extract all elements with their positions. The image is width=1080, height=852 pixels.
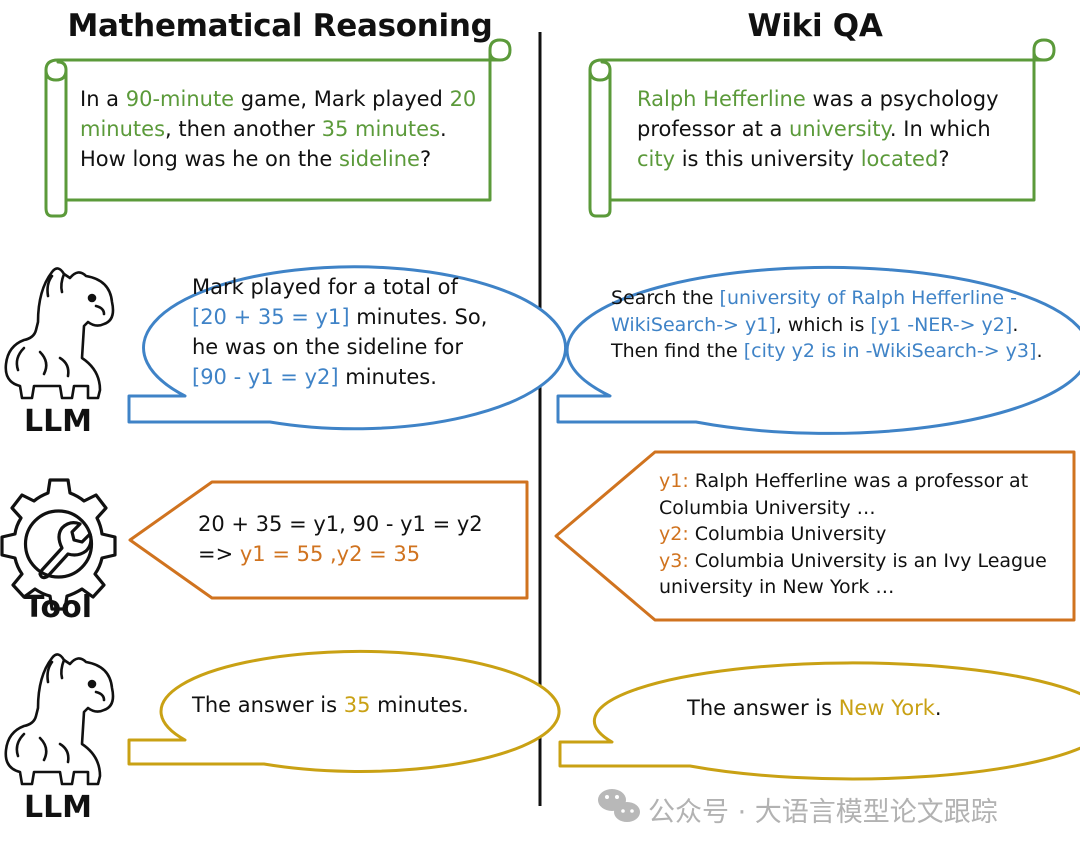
text-span: The answer is bbox=[687, 696, 839, 720]
text-line: Search the [university of Ralph Hefferli… bbox=[611, 285, 1042, 312]
answer-span: 35 bbox=[343, 693, 371, 717]
math-answer-bubble bbox=[127, 649, 561, 773]
role-label-llm: LLM bbox=[23, 790, 93, 825]
text-line: minutes, then another 35 minutes. bbox=[80, 114, 476, 144]
alpaca-icon bbox=[4, 267, 115, 400]
tool-result-span: y2: bbox=[659, 523, 689, 545]
math-tool-text: 20 + 35 = y1, 90 - y1 = y2 => y1 = 55 ,y… bbox=[198, 509, 483, 569]
text-span: was a psychology bbox=[805, 87, 999, 111]
math-heading: Mathematical Reasoning bbox=[67, 8, 493, 44]
text-line: Ralph Hefferline was a psychology bbox=[637, 84, 999, 114]
text-line: university in New York … bbox=[659, 576, 895, 598]
keyword-span: city bbox=[637, 147, 676, 171]
text-span: . bbox=[1012, 313, 1019, 336]
wiki-tool-box bbox=[554, 450, 1076, 622]
text-span: The answer is bbox=[192, 693, 344, 717]
role-label-tool: Tool bbox=[24, 590, 92, 625]
text-span: minutes. bbox=[370, 693, 469, 717]
gear-wrench-icon bbox=[0, 478, 117, 611]
text-span: professor at a bbox=[637, 117, 790, 141]
keyword-span: 35 minutes bbox=[321, 117, 441, 141]
api-call-span: WikiSearch-> y1] bbox=[611, 313, 776, 336]
keyword-span: sideline bbox=[339, 147, 420, 171]
text-span: . bbox=[934, 696, 942, 720]
answer-span: New York bbox=[838, 696, 935, 720]
text-line: y3: Columbia University is an Ivy League bbox=[659, 548, 1047, 575]
text-line: he was on the sideline for bbox=[192, 335, 464, 359]
text-span: In a bbox=[80, 87, 126, 111]
wiki-answer-bubble bbox=[558, 661, 1080, 781]
text-line: y2: Columbia University bbox=[659, 521, 1047, 548]
text-line: city is this university located? bbox=[637, 144, 999, 174]
wiki-heading: Wiki QA bbox=[747, 8, 883, 44]
text-span: How long was he on the bbox=[80, 147, 340, 171]
text-span: Search the bbox=[611, 287, 720, 309]
math-llm-bubble bbox=[127, 265, 568, 431]
tool-result-span: y3: bbox=[659, 549, 689, 572]
math-llm-text: Mark played for a total of [20 + 35 = y1… bbox=[192, 272, 487, 392]
wechat-icon bbox=[598, 789, 640, 822]
wiki-tool-text: y1: Ralph Hefferline was a professor at … bbox=[659, 468, 1047, 601]
role-label-llm: LLM bbox=[23, 404, 93, 439]
wiki-answer-text: The answer is New York. bbox=[687, 693, 942, 723]
text-line: [20 + 35 = y1] minutes. So, bbox=[192, 302, 487, 332]
text-line: [90 - y1 = y2] minutes. bbox=[192, 362, 487, 392]
watermark-text: 公众号 · 大语言模型论文跟踪 bbox=[648, 797, 998, 828]
text-span: minutes. bbox=[338, 365, 437, 389]
math-answer-text: The answer is 35 minutes. bbox=[192, 690, 469, 720]
text-span: ? bbox=[938, 147, 950, 171]
text-span: . In which bbox=[889, 117, 991, 141]
wiki-llm-text: Search the [university of Ralph Hefferli… bbox=[611, 285, 1042, 365]
tool-result-span: y1: bbox=[659, 470, 689, 492]
api-call-span: [city y2 is in -WikiSearch-> y3] bbox=[743, 340, 1037, 362]
text-span: ? bbox=[419, 147, 432, 171]
api-call-span: [y1 -NER-> y2] bbox=[870, 313, 1013, 336]
keyword-span: minutes bbox=[80, 117, 166, 141]
wiki-llm-bubble bbox=[556, 265, 1080, 435]
text-span: Ralph Hefferline was a professor at bbox=[688, 470, 1029, 492]
text-line: 20 + 35 = y1, 90 - y1 = y2 bbox=[198, 512, 483, 536]
keyword-span: 20 bbox=[449, 87, 477, 111]
tool-result-span: y1 = 55 ,y2 = 35 bbox=[239, 542, 421, 566]
text-line: y1: Ralph Hefferline was a professor at bbox=[659, 468, 1047, 495]
text-span: Columbia University bbox=[688, 523, 887, 545]
text-span: game, Mark played bbox=[234, 87, 450, 111]
text-span: . bbox=[440, 117, 447, 141]
text-span: minutes. So, bbox=[349, 305, 488, 329]
math-question-text: In a 90-minute game, Mark played 20 minu… bbox=[80, 84, 476, 174]
math-tool-box bbox=[128, 480, 529, 600]
keyword-span: 90-minute bbox=[125, 87, 235, 111]
api-call-span: [university of Ralph Hefferline - bbox=[719, 287, 1017, 309]
math-question-scroll bbox=[44, 38, 512, 218]
text-line: How long was he on the sideline? bbox=[80, 144, 476, 174]
keyword-span: university bbox=[789, 117, 890, 141]
alpaca-icon bbox=[4, 653, 115, 786]
text-span: Then find the bbox=[611, 340, 744, 362]
text-span: Columbia University is an Ivy League bbox=[688, 549, 1047, 572]
text-span: , which is bbox=[775, 313, 871, 336]
text-line: Then find the [city y2 is in -WikiSearch… bbox=[611, 338, 1042, 365]
wiki-question-scroll bbox=[588, 38, 1056, 218]
text-line: Mark played for a total of bbox=[192, 275, 458, 299]
text-span: . bbox=[1036, 340, 1043, 362]
wiki-question-text: Ralph Hefferline was a psychology profes… bbox=[637, 84, 999, 174]
text-span: , then another bbox=[165, 117, 322, 141]
text-span: is this university bbox=[675, 147, 861, 171]
text-line: Columbia University … bbox=[659, 496, 876, 519]
keyword-span: located bbox=[860, 147, 939, 171]
text-line: professor at a university. In which bbox=[637, 114, 999, 144]
keyword-span: Ralph Hefferline bbox=[637, 87, 806, 111]
text-line: => y1 = 55 ,y2 = 35 bbox=[198, 539, 483, 569]
text-span: => bbox=[198, 542, 240, 566]
api-call-span: [20 + 35 = y1] bbox=[192, 305, 350, 329]
api-call-span: [90 - y1 = y2] bbox=[192, 365, 339, 389]
text-line: WikiSearch-> y1], which is [y1 -NER-> y2… bbox=[611, 312, 1042, 339]
text-line: In a 90-minute game, Mark played 20 bbox=[80, 84, 476, 114]
